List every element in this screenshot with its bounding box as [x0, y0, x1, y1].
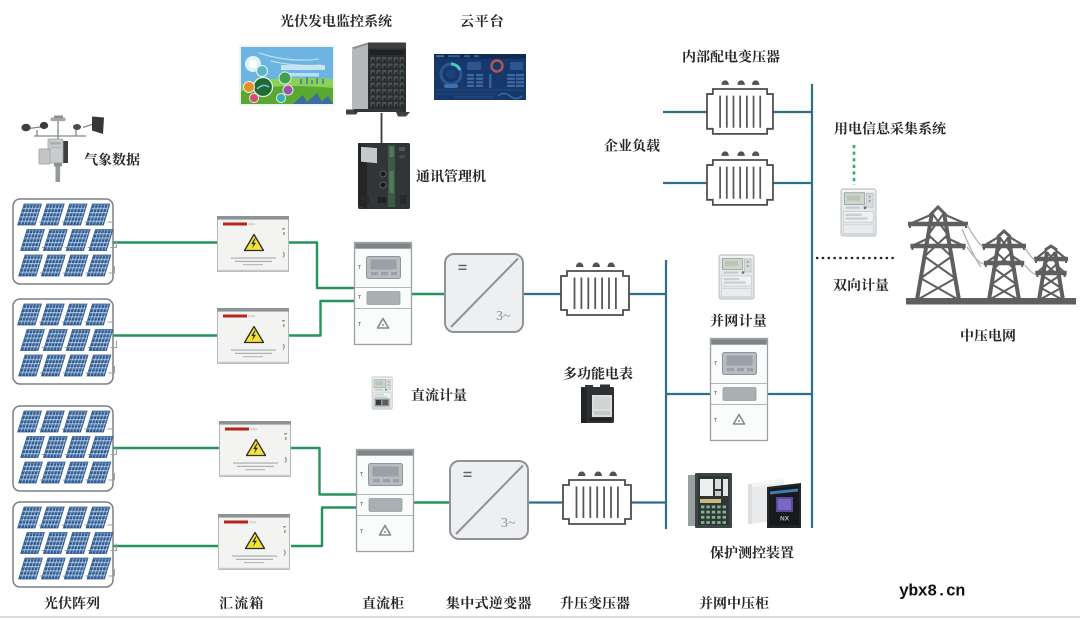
svg-text:ybx8.cn: ybx8.cn [899, 582, 965, 601]
svg-text:NX: NX [780, 516, 790, 523]
